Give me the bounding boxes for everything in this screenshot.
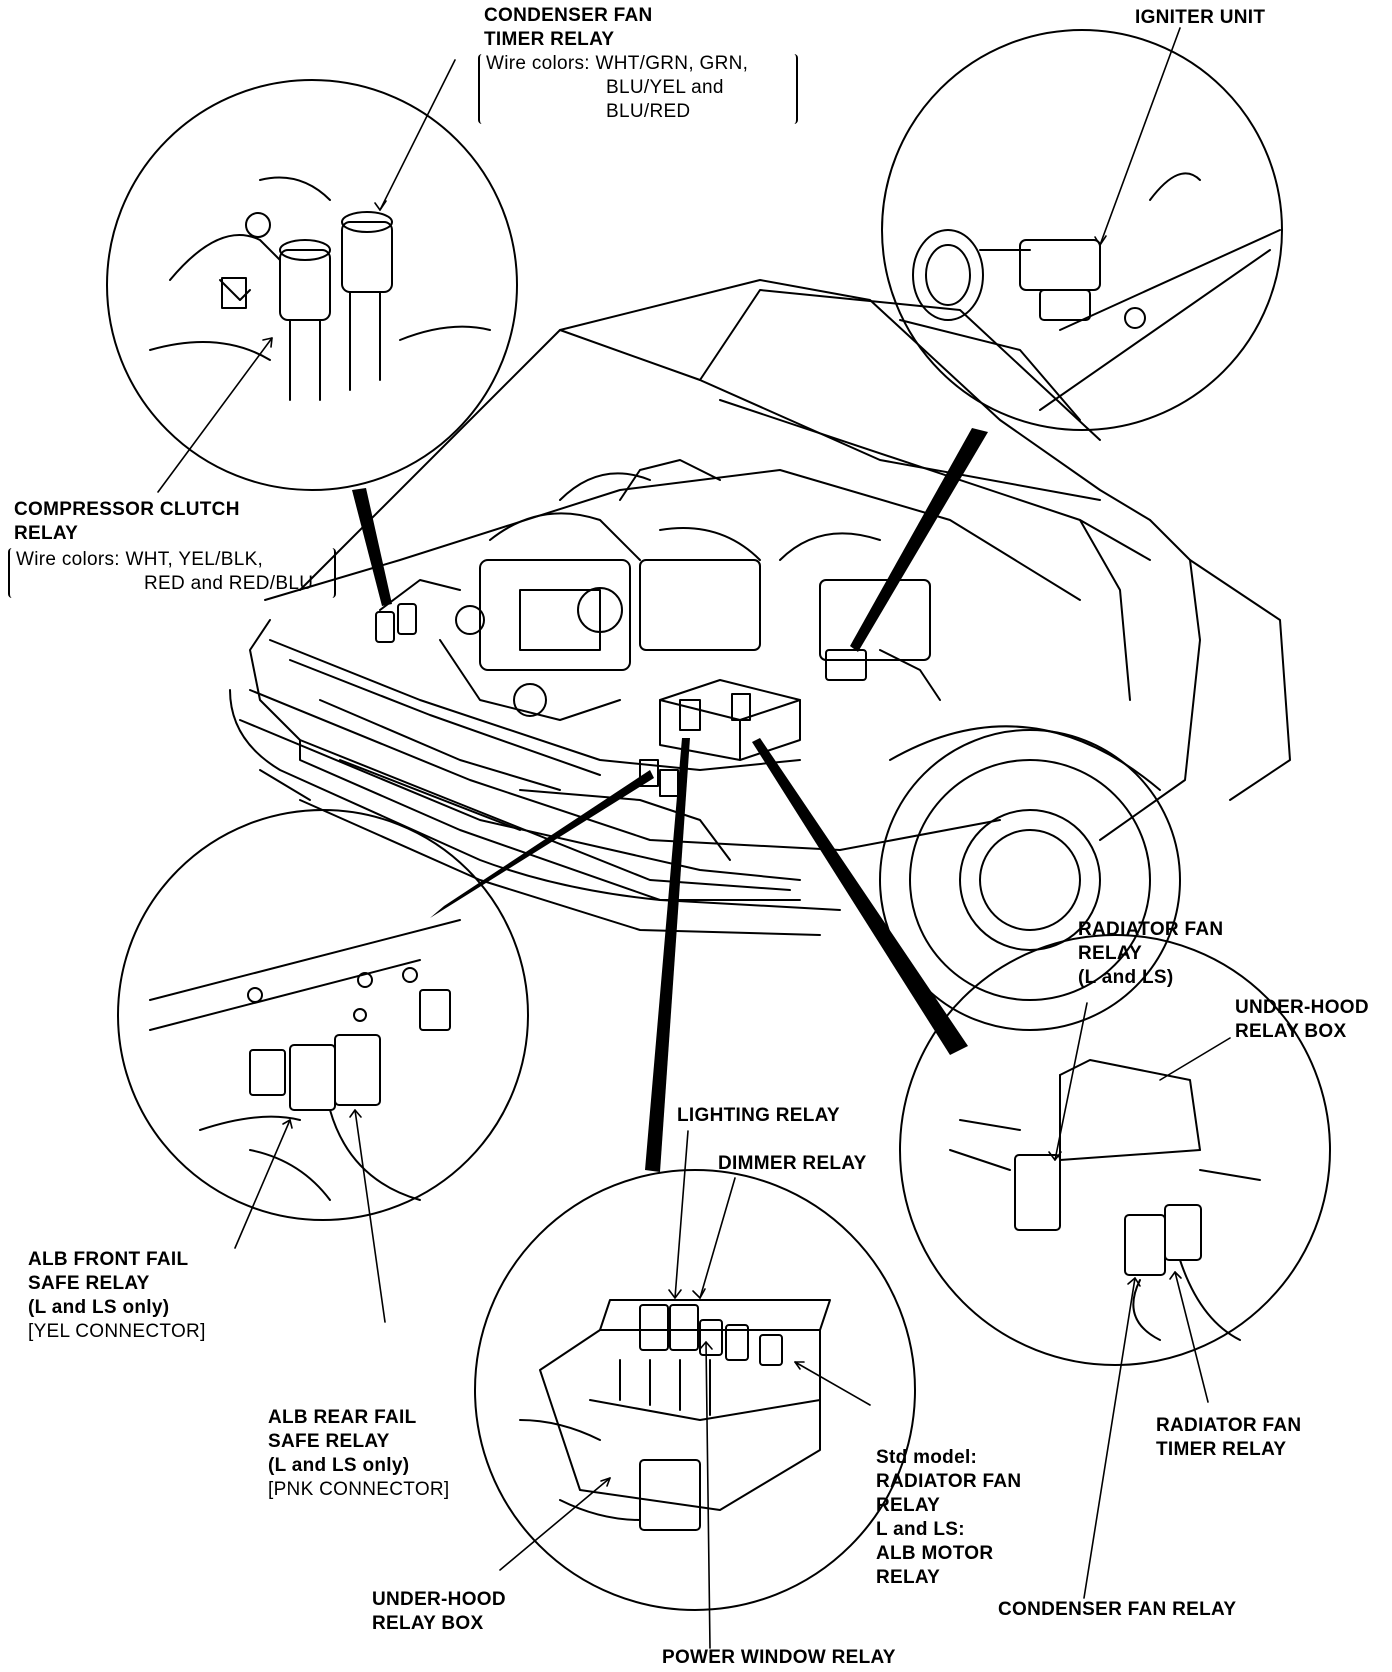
label-condenser-wire-colors: Wire colors: WHT/GRN, GRN, BLU/YEL and B… xyxy=(486,53,749,122)
inset-compressor-relays xyxy=(106,79,518,491)
callout-wedges xyxy=(352,428,988,1172)
leader-lines xyxy=(157,27,1231,1649)
wire-colors-bracket-condenser xyxy=(478,54,798,124)
label-under-hood-relay-box-right: UNDER-HOOD RELAY BOX xyxy=(1235,997,1369,1042)
label-power-window-relay: POWER WINDOW RELAY xyxy=(662,1647,896,1668)
inset-underhood-relay-box xyxy=(474,1169,916,1611)
inset-igniter-unit xyxy=(881,29,1283,431)
label-condenser-fan-relay: CONDENSER FAN RELAY xyxy=(998,1599,1237,1620)
label-dimmer-relay: DIMMER RELAY xyxy=(718,1153,867,1174)
label-alb-front-fail-safe-relay: ALB FRONT FAIL SAFE RELAY (L and LS only… xyxy=(28,1249,206,1342)
label-compressor-wire-colors: Wire colors: WHT, YEL/BLK, RED and RED/B… xyxy=(16,549,314,594)
label-lighting-relay: LIGHTING RELAY xyxy=(677,1105,840,1126)
car-illustration xyxy=(229,279,1291,1031)
inset-alb-relays xyxy=(117,809,529,1221)
label-igniter-unit: IGNITER UNIT xyxy=(1135,7,1266,28)
label-condenser-fan-timer-relay: CONDENSER FAN TIMER RELAY xyxy=(484,5,653,50)
label-alb-rear-fail-safe-relay: ALB REAR FAIL SAFE RELAY (L and LS only)… xyxy=(268,1407,450,1500)
label-radiator-fan-timer-relay: RADIATOR FAN TIMER RELAY xyxy=(1156,1415,1302,1460)
label-compressor-clutch-relay: COMPRESSOR CLUTCH RELAY xyxy=(14,499,240,544)
label-under-hood-relay-box-bottom: UNDER-HOOD RELAY BOX xyxy=(372,1589,506,1634)
inset-radiator-fan-relays xyxy=(899,934,1331,1366)
label-radiator-fan-relay-l-ls: RADIATOR FAN RELAY (L and LS) xyxy=(1078,919,1224,988)
label-std-model-alb-motor-relay: Std model: RADIATOR FAN RELAY L and LS: … xyxy=(876,1447,1022,1588)
wire-colors-bracket-compressor xyxy=(8,548,336,598)
